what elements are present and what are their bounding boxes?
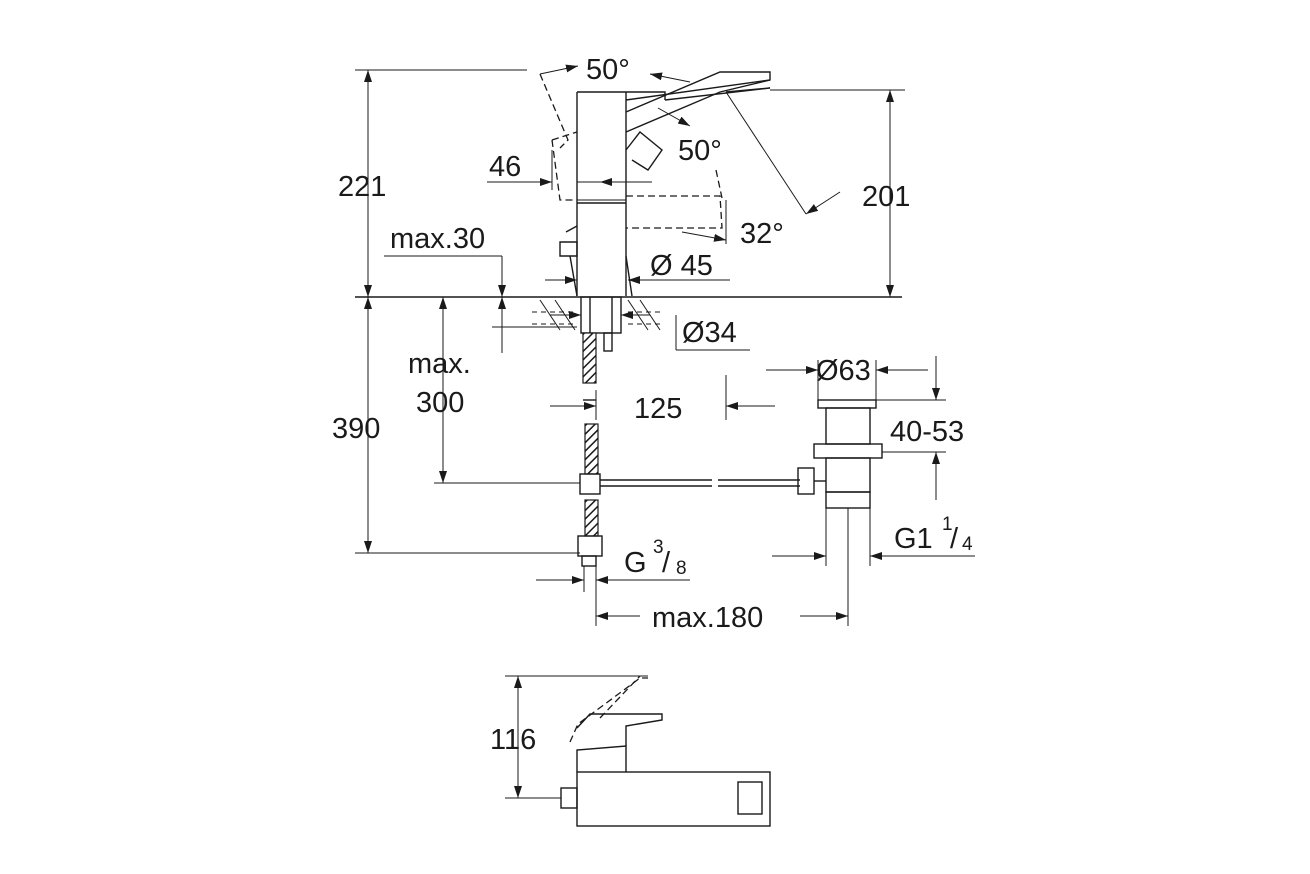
label-hose-length: 390 xyxy=(332,413,380,445)
label-deck-thickness: max.30 xyxy=(390,223,485,255)
label-total-height: 221 xyxy=(338,171,386,203)
label-lever-angle: 50° xyxy=(678,135,722,167)
label-connection-thread-num: 3 xyxy=(653,537,664,558)
label-waste-thread-slash: / xyxy=(950,523,959,555)
label-waste-thread: G1 xyxy=(894,523,933,555)
label-waste-thread-num: 1 xyxy=(942,514,953,535)
label-spout-height: 201 xyxy=(862,181,910,213)
label-side-height: 116 xyxy=(490,724,536,756)
supply-hoses xyxy=(577,296,622,567)
label-base-diameter: Ø 45 xyxy=(650,250,713,282)
label-drain-offset: 125 xyxy=(634,393,682,425)
pull-rod xyxy=(434,479,800,487)
label-connection-thread: G xyxy=(624,547,647,579)
popup-waste xyxy=(797,399,883,509)
label-below-deck-2: 300 xyxy=(416,387,464,419)
dimension-labels: 50° 50° 32° 221 201 46 max.30 Ø 45 Ø34 m… xyxy=(332,54,973,756)
label-spout-angle: 32° xyxy=(740,218,784,250)
label-waste-reach: max.180 xyxy=(652,602,763,634)
dimension-lines xyxy=(355,64,975,799)
side-view xyxy=(560,675,771,827)
label-shank-diameter: Ø34 xyxy=(682,317,737,349)
label-connection-thread-slash: / xyxy=(662,547,671,579)
label-below-deck-1: max. xyxy=(408,348,471,380)
label-connection-thread-den: 8 xyxy=(676,558,687,579)
label-waste-range: 40-53 xyxy=(890,416,964,448)
label-waste-thread-den: 4 xyxy=(962,534,973,555)
label-lever-clearance: 46 xyxy=(489,151,521,183)
label-waste-diameter: Ø63 xyxy=(816,355,871,387)
label-swivel-angle: 50° xyxy=(586,54,630,86)
